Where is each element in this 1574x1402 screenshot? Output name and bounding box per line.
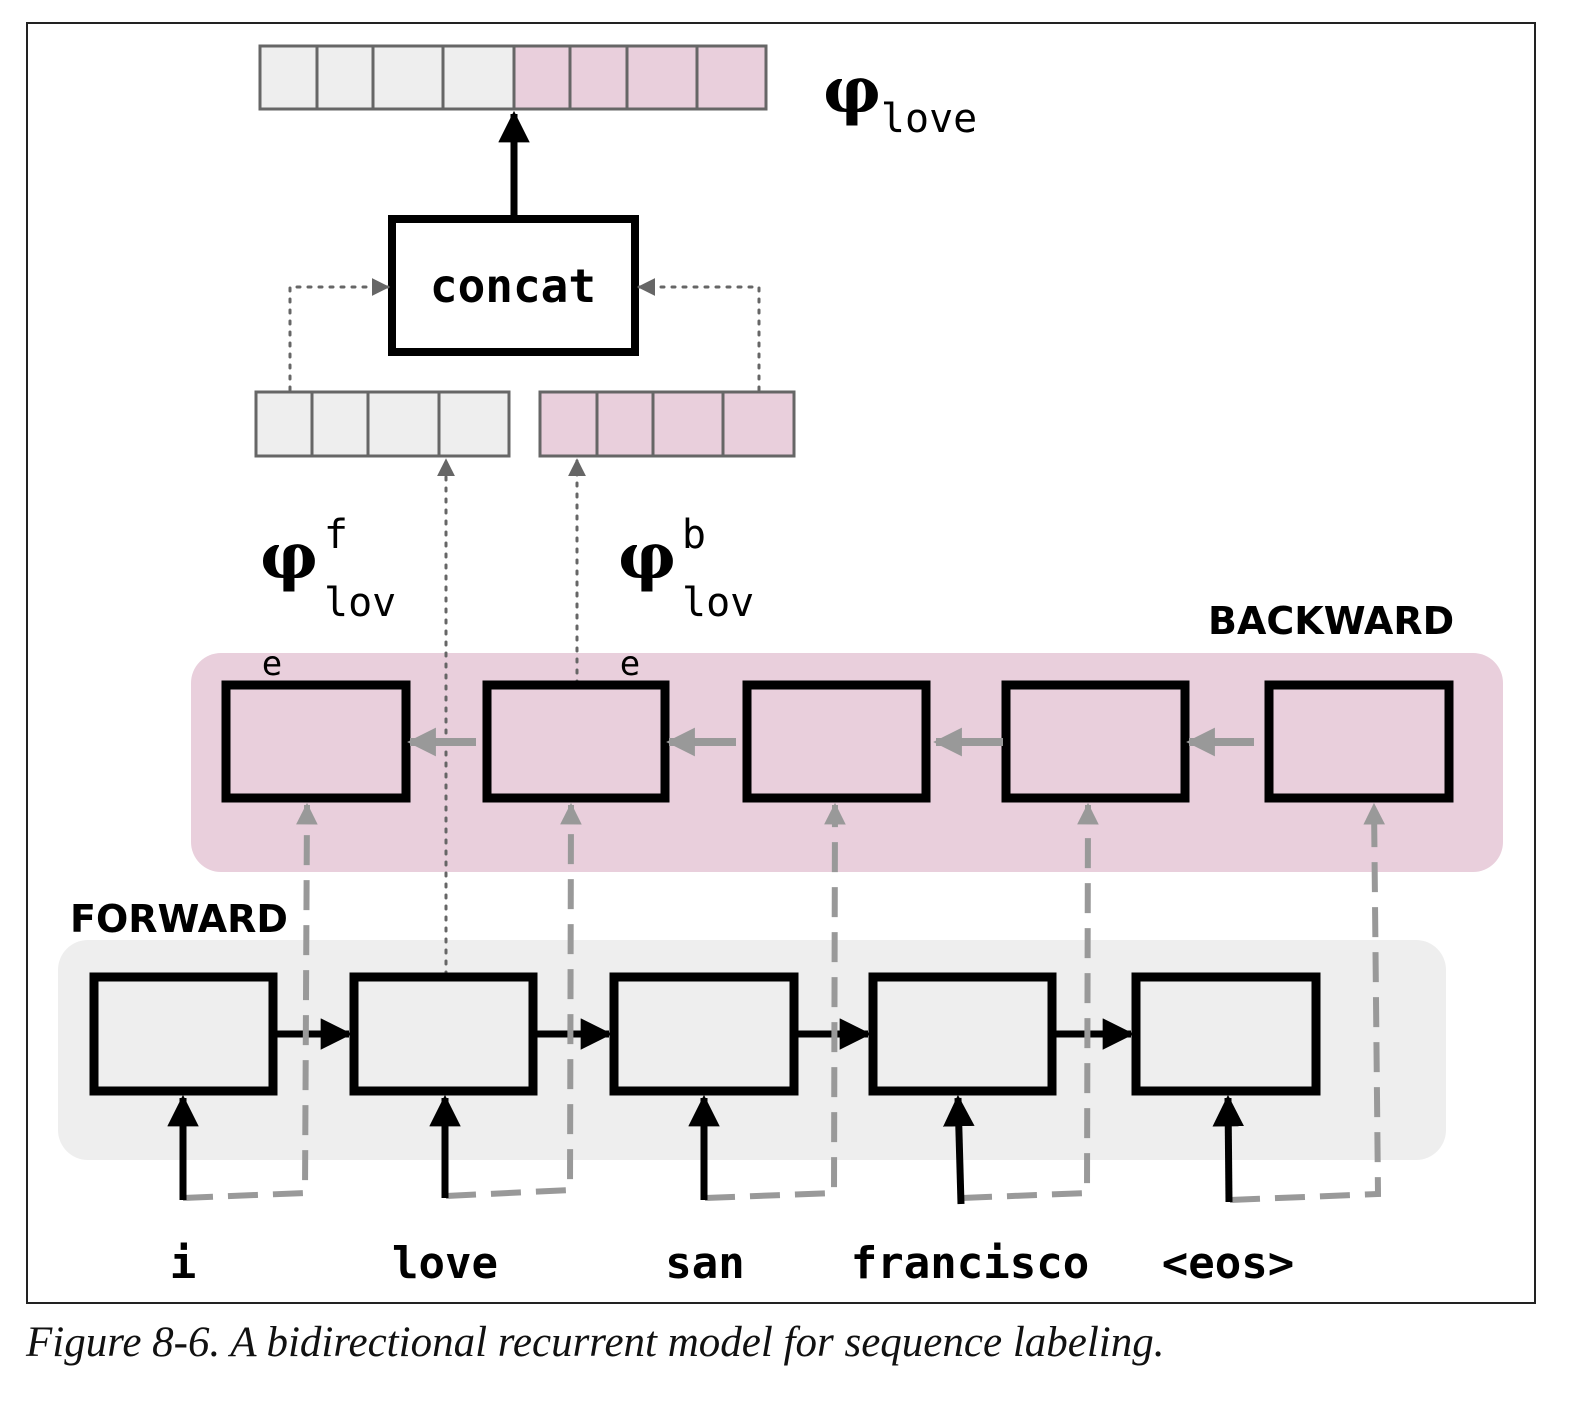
token: francisco <box>851 1238 1089 1289</box>
dashed-arrow <box>182 802 318 1201</box>
input-arrow <box>1212 1094 1245 1203</box>
token: san <box>665 1238 744 1289</box>
forward-cell <box>349 972 538 1096</box>
input-arrow <box>943 1094 975 1205</box>
backward-cell <box>742 680 931 803</box>
token-to-forward-arrows <box>167 1094 1245 1205</box>
forward-cell <box>609 972 799 1096</box>
forward-phi-superscript: f <box>324 512 348 558</box>
forward-state-vector <box>254 390 511 458</box>
backward-cells <box>221 680 1454 803</box>
backward-to-concat-dotted-arrow <box>637 278 761 392</box>
token: <eos> <box>1162 1238 1294 1289</box>
stray-letter-2: e <box>620 644 640 684</box>
dashed-arrow <box>1229 802 1385 1203</box>
concat-label: concat <box>430 259 596 313</box>
backward-phi-subscript: lov <box>682 580 754 626</box>
dashed-arrow <box>445 802 582 1199</box>
forward-phi-symbol: φ <box>260 519 318 594</box>
concat-box <box>388 215 639 356</box>
output-label: φlove <box>823 53 977 142</box>
backward-cell <box>482 680 670 803</box>
forward-cells <box>89 972 1321 1096</box>
figure-caption: Figure 8-6. A bidirectional recurrent mo… <box>26 1319 1165 1366</box>
forward-to-concat-dotted-arrow <box>288 278 390 392</box>
forward-cell <box>1131 972 1321 1096</box>
forward-section-title: FORWARD <box>70 897 288 941</box>
backward-cell <box>1264 680 1454 803</box>
backward-state-vector <box>538 390 796 458</box>
token: i <box>170 1238 197 1289</box>
dashed-arrow <box>704 802 846 1201</box>
input-tokens: i love san francisco <eos> <box>170 1238 1294 1289</box>
backward-cell <box>221 680 411 803</box>
output-label-subscript: love <box>881 96 977 142</box>
forward-cell <box>89 972 278 1096</box>
output-vector <box>258 44 768 111</box>
backward-cell <box>1001 680 1190 803</box>
token: love <box>392 1238 498 1289</box>
stray-letter-1: e <box>262 644 282 684</box>
dashed-arrow <box>961 802 1099 1201</box>
forward-cell <box>868 972 1057 1096</box>
backward-phi-symbol: φ <box>618 519 676 594</box>
token-to-backward-dashed-arrows <box>182 802 1385 1203</box>
backward-phi-superscript: b <box>682 512 706 558</box>
backward-section-title: BACKWARD <box>1208 599 1454 643</box>
output-label-symbol: φ <box>823 53 881 128</box>
forward-phi-subscript: lov <box>324 580 396 626</box>
